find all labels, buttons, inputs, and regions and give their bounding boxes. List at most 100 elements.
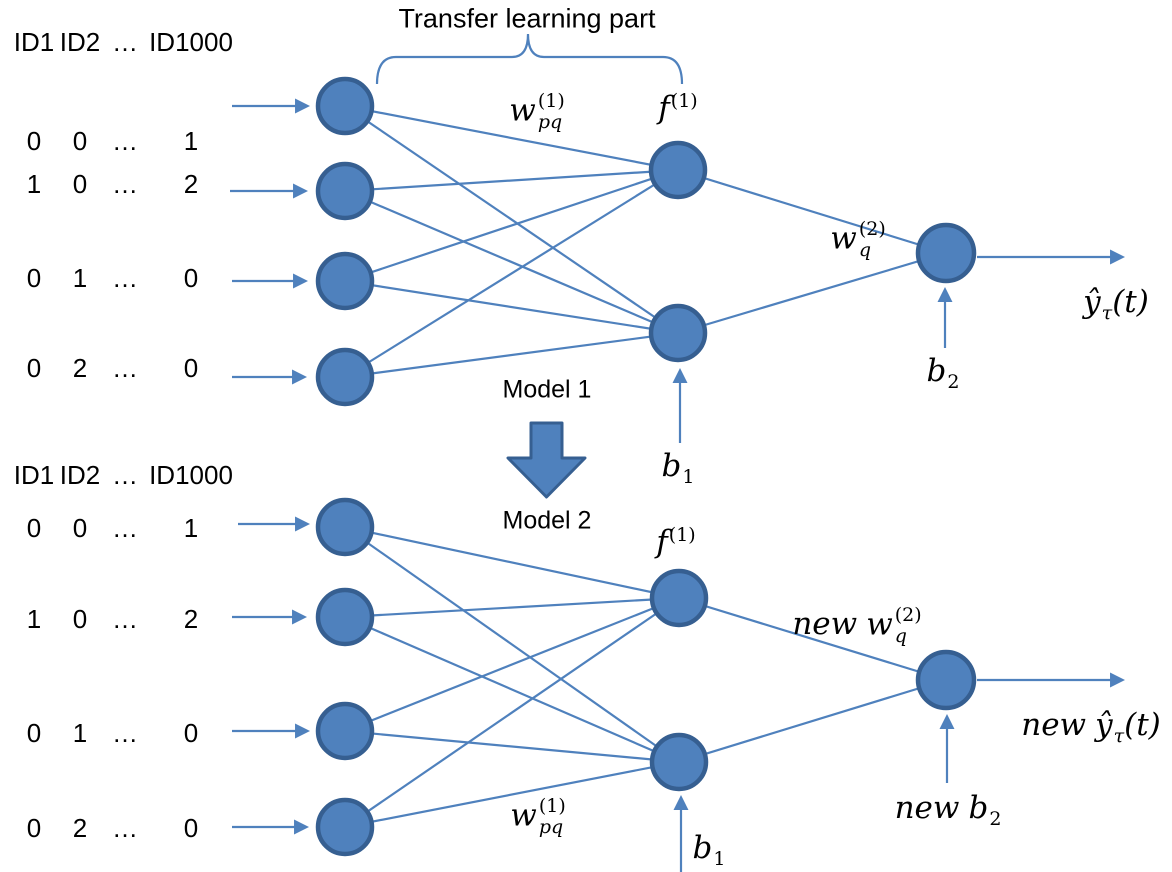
model1-hidden-node-2 [648,303,708,363]
math-base: b [661,448,682,484]
model1-output-node [915,222,977,284]
new-prefix: new [792,606,858,643]
model2-input-node-1 [315,497,375,557]
model1-activation-f-label: f(1) [658,90,697,126]
table-cell: 1 [183,513,199,543]
column-header: ID2 [59,460,101,490]
table-cell: 1 [72,718,88,748]
transfer-brace-icon [375,33,684,85]
table-cell: 0 [26,263,42,293]
superscript: (1) [538,795,566,818]
model1-input-arrows [230,98,310,385]
table-cell: 0 [26,718,42,748]
subscript: pq [537,111,563,133]
math-supsub: (1)pq [538,91,565,133]
subscript: 1 [682,466,695,488]
model2-input-node-3 [315,701,375,761]
math-rest: (t) [1112,284,1149,320]
model1-weights-w-q-label: w(2)q [830,219,885,261]
superscript: (2) [894,604,922,627]
column-header: ID2 [59,27,101,57]
model1-nodes [315,76,977,407]
transfer-learning-title: Transfer learning part [398,3,656,34]
table-cell: 2 [72,353,88,383]
math-base: b [926,353,947,389]
table-cell: 1 [72,263,88,293]
table-cell: … [112,604,138,634]
model2-activation-f-label: f(1) [656,524,695,560]
subscript: q [894,625,907,647]
model1-weights-w-pq-label: w(1)pq [509,91,564,133]
table-cell: 2 [183,604,199,634]
table-cell: 0 [183,263,199,293]
model2-hidden-node-2 [649,732,709,792]
table-cell: 0 [72,604,88,634]
math-base: w [509,92,536,129]
math-base: w [510,797,537,834]
model2-output-node [915,649,977,711]
table-cell: 1 [183,126,199,156]
superscript: (2) [858,218,886,241]
table-cell: … [112,169,138,199]
math-supsub: (2)q [895,605,922,647]
model1-bias-arrows [672,287,953,443]
model1-input-node-4 [315,347,375,407]
model2-table-row: 0 2 … 0 [10,815,234,841]
model1-table-row: 1 0 … 2 [10,171,234,197]
math-base: f [656,524,668,560]
model2-nodes [315,497,977,857]
model1-bias-b1-label: b1 [662,448,695,488]
model1-table-row: 0 0 … 1 [10,128,234,154]
model1-output-y-hat-label: ŷτ(t) [1083,284,1149,324]
table-cell: 0 [183,718,199,748]
model2-table-row: 0 0 … 1 [10,515,234,541]
math-base: w [866,606,893,643]
math-base: ŷ [1083,284,1101,320]
table-cell: 0 [26,513,42,543]
math-base: b [692,830,713,866]
model1-connection-lines [344,104,947,379]
math-supsub: (1)pq [539,796,566,838]
model1-table-row: 0 1 … 0 [10,265,234,291]
column-header: ID1 [13,27,55,57]
table-cell: 1 [26,604,42,634]
superscript: (1) [668,524,696,546]
column-header: ID1000 [149,460,233,490]
model2-bias-b1-label: b1 [693,830,726,870]
model1-table-header: ID1 ID2 … ID1000 [10,29,234,55]
table-cell: 0 [183,353,199,383]
model2-table-header: ID1 ID2 … ID1000 [10,462,234,488]
new-prefix: new [1021,707,1087,743]
math-base: ŷ [1095,707,1113,743]
model1-input-node-3 [315,251,375,311]
model1-name-label: Model 1 [502,375,592,404]
model1-input-node-1 [315,76,375,136]
math-base: b [968,790,989,826]
subscript: 1 [713,848,726,870]
subscript: q [858,239,871,261]
subscript: pq [538,816,564,838]
model2-table-row: 1 0 … 2 [10,606,234,632]
new-prefix: new [894,790,960,826]
math-rest: (t) [1124,707,1161,743]
subscript: 2 [989,808,1002,830]
model2-table-row: 0 1 … 0 [10,720,234,746]
model2-input-node-4 [315,797,375,857]
model2-name-label: Model 2 [502,506,592,535]
model1-input-node-2 [315,161,375,221]
column-header: ID1 [13,460,55,490]
table-cell: 0 [26,353,42,383]
table-cell: … [112,513,138,543]
column-header: … [112,460,138,490]
table-cell: 0 [26,813,42,843]
table-cell: 0 [26,126,42,156]
math-supsub: (2)q [859,219,886,261]
subscript: 2 [947,371,960,393]
table-cell: 2 [72,813,88,843]
table-cell: … [112,126,138,156]
math-base: w [830,220,857,257]
